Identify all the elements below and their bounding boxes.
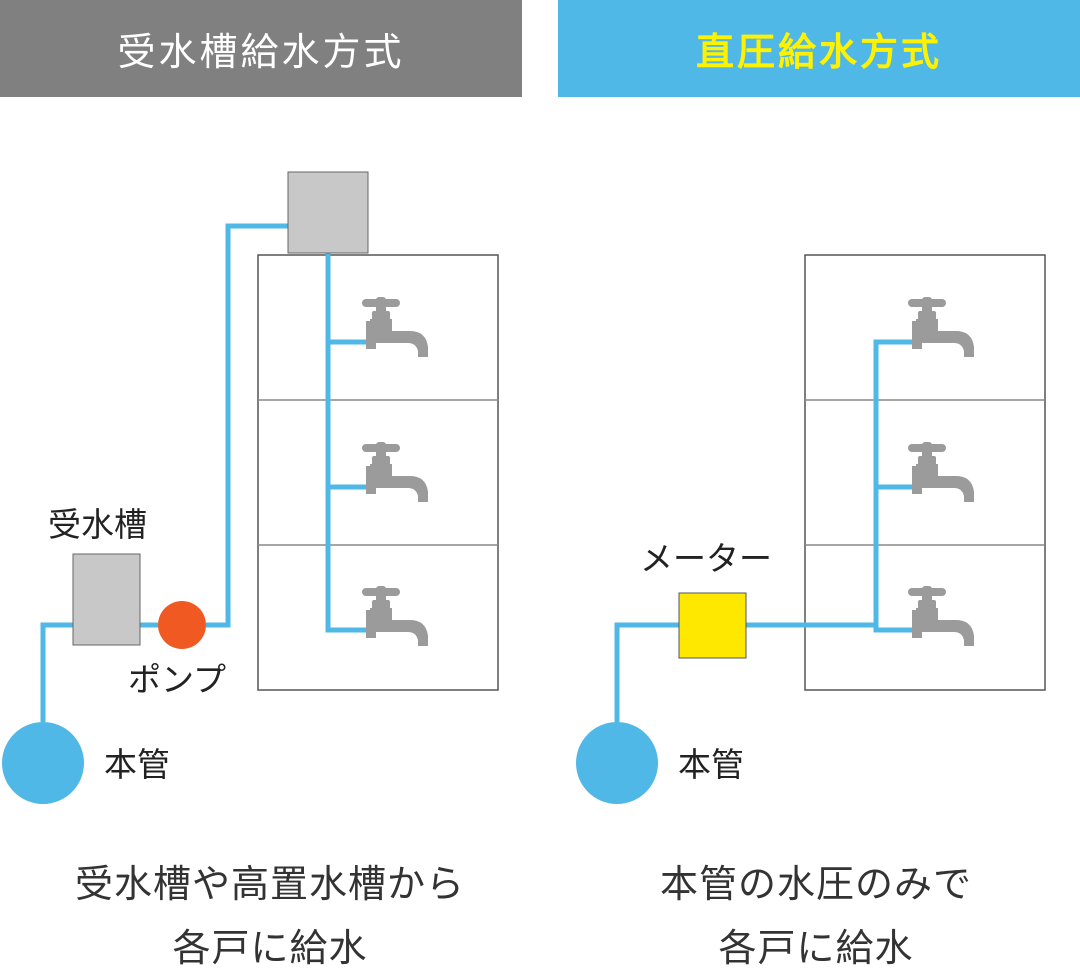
header-title-right: 直圧給水方式 (695, 30, 942, 74)
elevated-water-tank (287, 171, 369, 254)
receiving-tank (72, 553, 141, 646)
faucet-icon (362, 586, 428, 646)
left-pipes (40, 223, 366, 722)
pipe-riser-left (325, 253, 366, 633)
faucet-icon (908, 586, 974, 646)
building-outline-right (804, 254, 1046, 691)
caption-right: 本管の水圧のみで 各戸に給水 (546, 852, 1080, 980)
header-direct-pressure-system: 直圧給水方式 (558, 0, 1080, 97)
caption-right-line2: 各戸に給水 (718, 926, 914, 970)
label-pump: ポンプ (128, 660, 226, 699)
pipe-main-to-meter (614, 622, 679, 722)
caption-left: 受水槽や高置水槽から 各戸に給水 (0, 852, 540, 980)
header-title-left: 受水槽給水方式 (117, 30, 405, 74)
building-outline-left (257, 254, 499, 691)
faucet-icon (908, 442, 974, 502)
right-building (804, 254, 1046, 691)
header-receiving-tank-system: 受水槽給水方式 (0, 0, 522, 97)
faucet-icon (362, 297, 428, 357)
main-pipe-left (2, 722, 84, 804)
right-pipes (614, 339, 912, 722)
label-main-pipe-right: 本管 (678, 745, 744, 784)
water-meter (678, 592, 747, 659)
caption-left-line2: 各戸に給水 (172, 926, 368, 970)
pump (158, 601, 206, 649)
label-main-pipe-left: 本管 (104, 745, 170, 784)
pipe-main-to-tank (40, 622, 73, 722)
label-receiving-tank: 受水槽 (48, 505, 147, 544)
label-meter: メーター (640, 539, 772, 578)
caption-left-line1: 受水槽や高置水槽から (74, 862, 465, 906)
pipe-pump-to-elevated-tank (206, 223, 288, 628)
left-building (257, 254, 499, 691)
faucet-icon (908, 297, 974, 357)
caption-right-line1: 本管の水圧のみで (659, 862, 972, 906)
faucet-icon (362, 442, 428, 502)
main-pipe-right (576, 722, 658, 804)
